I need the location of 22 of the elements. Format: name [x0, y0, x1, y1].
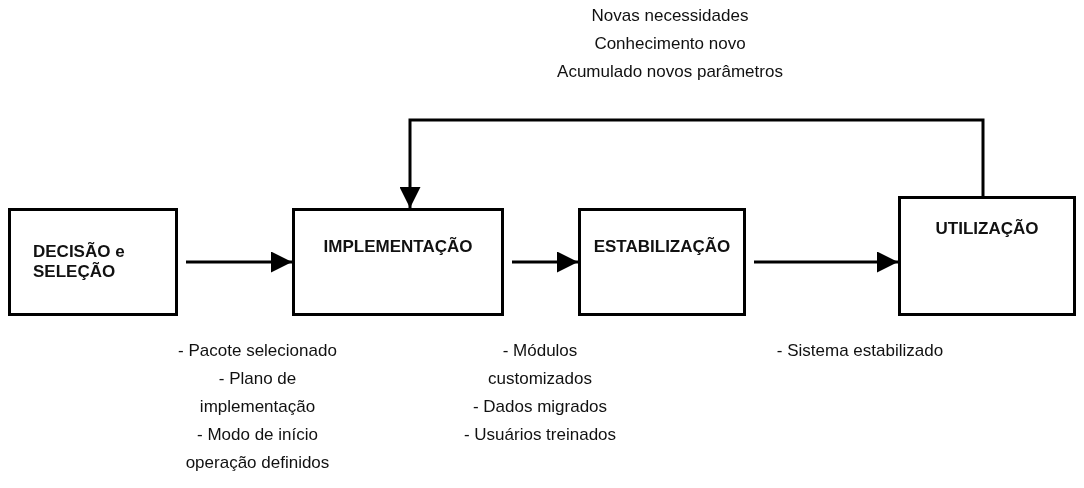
feedback-note: Conhecimento novo: [594, 33, 746, 55]
stage-title: ESTABILIZAÇÃO: [593, 237, 731, 257]
output-item: - Modo de início operação definidos: [184, 424, 331, 474]
output-item: - Dados migrados: [472, 396, 608, 418]
arrow: [754, 251, 898, 273]
feedback-note: Acumulado novos parâmetros: [557, 61, 783, 83]
arrow: [399, 118, 985, 208]
process-box: [898, 196, 1076, 316]
process-box: [8, 208, 178, 316]
feedback-note: Novas necessidades: [591, 5, 749, 27]
process-box: [292, 208, 504, 316]
output-item: - Sistema estabilizado: [776, 340, 944, 362]
output-item: - Módulos customizados: [487, 340, 593, 390]
stage-title: DECISÃO e SELEÇÃO: [33, 242, 126, 282]
arrow: [186, 251, 292, 273]
process-box: [578, 208, 746, 316]
output-item: - Pacote selecionado: [178, 340, 337, 362]
arrow: [512, 251, 578, 273]
stage-title: UTILIZAÇÃO: [935, 219, 1039, 239]
output-item: - Plano de implementação: [198, 368, 317, 418]
output-item: - Usuários treinados: [463, 424, 617, 446]
stage-title: IMPLEMENTAÇÃO: [323, 237, 473, 257]
